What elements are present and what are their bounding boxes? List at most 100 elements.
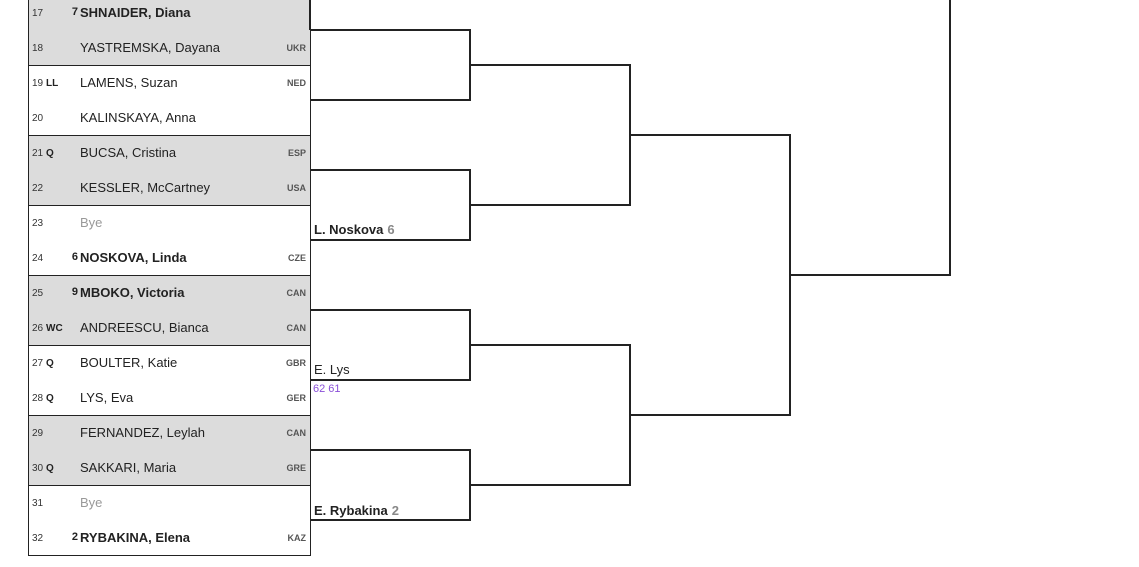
entry-type: LL: [46, 78, 59, 89]
draw-number: 25: [32, 288, 44, 299]
draw-number: 20: [32, 113, 44, 124]
country-code: GER: [286, 393, 306, 403]
draw-row: 18 YASTREMSKA, Dayana UKR: [28, 30, 310, 65]
country-code: NED: [286, 78, 306, 88]
match-box: [28, 415, 311, 486]
bracket-line: [310, 29, 471, 31]
player-name: KESSLER, McCartney: [80, 180, 211, 195]
entry-type: Q: [46, 148, 54, 159]
entry-type: Q: [46, 463, 54, 474]
bracket-line: [470, 344, 631, 346]
player-name: Bye: [80, 495, 103, 510]
country-code: CAN: [286, 323, 307, 333]
draw-number: 27: [32, 358, 44, 369]
draw-row: 31 Bye: [28, 485, 310, 520]
player-name: BUCSA, Cristina: [80, 145, 177, 160]
player-name: L. Noskova: [314, 222, 384, 237]
player-name: ANDREESCU, Bianca: [80, 320, 209, 335]
player-name: YASTREMSKA, Dayana: [80, 40, 220, 55]
country-code: CAN: [286, 428, 307, 438]
bracket-line: [310, 99, 471, 101]
country-code: GRE: [286, 463, 306, 473]
bracket-line: [310, 379, 471, 381]
player-name: MBOKO, Victoria: [80, 285, 185, 300]
bracket-line: [470, 64, 631, 66]
draw-number: 26: [32, 323, 44, 334]
draw-number: 29: [32, 428, 44, 439]
entry-type: Q: [46, 358, 54, 369]
draw-number: 18: [32, 43, 44, 54]
draw-row: 22 KESSLER, McCartney USA: [28, 170, 310, 205]
draw-number: 19: [32, 78, 44, 89]
seed: 2: [71, 531, 78, 543]
match-box: [28, 275, 311, 346]
match-score: 62 61: [313, 383, 341, 395]
bracket-line: [310, 239, 471, 241]
bracket-line: [310, 519, 471, 521]
player-name: LYS, Eva: [80, 390, 134, 405]
match-box: [28, 0, 311, 66]
entry-type: Q: [46, 393, 54, 404]
bracket-line: [310, 309, 471, 311]
draw-number: 21: [32, 148, 44, 159]
bracket-line: [470, 204, 631, 206]
player-name: BOULTER, Katie: [80, 355, 178, 370]
match-box: [28, 135, 311, 206]
player-name: RYBAKINA, Elena: [80, 530, 191, 545]
country-code: ESP: [287, 148, 306, 158]
draw-number: 23: [32, 218, 44, 229]
draw-number: 22: [32, 183, 44, 194]
bracket-line: [309, 0, 311, 30]
seed: 9: [71, 286, 78, 298]
bracket-line: [630, 414, 791, 416]
seed: 6: [71, 251, 78, 263]
player-name: LAMENS, Suzan: [80, 75, 178, 90]
player-name: FERNANDEZ, Leylah: [80, 425, 205, 440]
player-name: E. Lys: [314, 362, 350, 377]
draw-row: 23 Bye: [28, 205, 310, 240]
country-code: USA: [286, 183, 306, 193]
draw-number: 24: [32, 253, 44, 264]
bracket-line: [790, 274, 951, 276]
draw-row: 20 KALINSKAYA, Anna: [28, 100, 310, 135]
draw-number: 17: [32, 8, 44, 19]
player-name: KALINSKAYA, Anna: [80, 110, 196, 125]
entry-type: WC: [46, 323, 63, 334]
draw-number: 28: [32, 393, 44, 404]
draw-row: 29 FERNANDEZ, Leylah CAN: [28, 415, 310, 450]
country-code: CAN: [286, 288, 307, 298]
r2-slot-lys: E. Lys: [314, 362, 350, 377]
player-name: E. Rybakina: [314, 503, 388, 518]
player-name: SHNAIDER, Diana: [80, 5, 191, 20]
country-code: GBR: [286, 358, 306, 368]
bracket-line: [470, 484, 631, 486]
bracket-line: [310, 169, 471, 171]
seed: 6: [387, 222, 395, 237]
bracket-line: [310, 449, 471, 451]
country-code: CZE: [288, 253, 306, 263]
seed: 7: [71, 6, 78, 18]
player-name: NOSKOVA, Linda: [80, 250, 187, 265]
bracket-line: [949, 0, 951, 276]
player-name: SAKKARI, Maria: [80, 460, 177, 475]
country-code: KAZ: [287, 533, 307, 543]
draw-number: 30: [32, 463, 44, 474]
seed: 2: [391, 503, 399, 518]
draw-number: 31: [32, 498, 44, 509]
draw-number: 32: [32, 533, 44, 544]
player-name: Bye: [80, 215, 103, 230]
bracket-line: [630, 134, 791, 136]
country-code: UKR: [286, 43, 307, 53]
